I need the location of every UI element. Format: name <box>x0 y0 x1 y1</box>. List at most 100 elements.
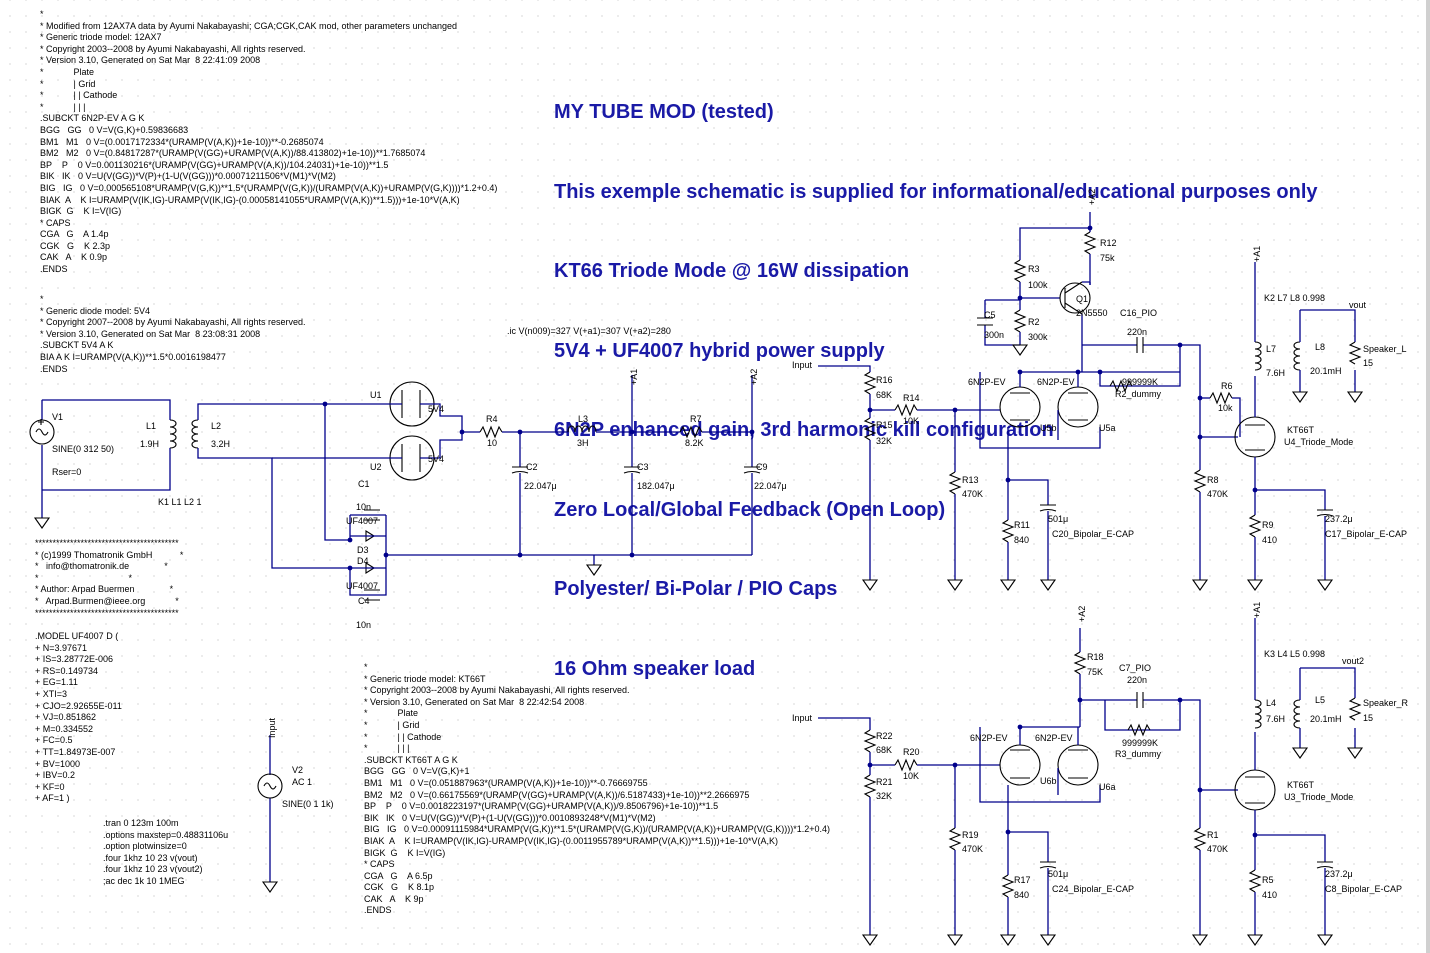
label-v1: V1 <box>52 412 63 422</box>
model-uf4007: .MODEL UF4007 D ( + N=3.97671 + IS=3.287… <box>35 631 122 804</box>
label-r7: R7 <box>690 414 702 424</box>
label-r19-value: 470K <box>962 844 983 854</box>
label-c2: C2 <box>526 462 538 472</box>
label-r3-value: 100k <box>1028 280 1048 290</box>
label-r21: R21 <box>876 777 893 787</box>
label-c7-value: 220n <box>1127 675 1147 685</box>
l2-inductor[interactable] <box>191 419 199 449</box>
label-r17-value: 840 <box>1014 890 1029 900</box>
label-a1-flag: +A1 <box>629 369 639 385</box>
label-a2-flag: +A2 <box>749 369 759 385</box>
title-line: 16 Ohm speaker load <box>554 657 756 680</box>
label-u3: U3_Triode_Mode <box>1284 792 1353 802</box>
label-r3-dummy: R3_dummy <box>1115 749 1162 759</box>
label-l4: L4 <box>1266 698 1276 708</box>
v1-source-symbol[interactable] <box>29 419 55 445</box>
label-l2: L2 <box>211 421 221 431</box>
r7-resistor[interactable] <box>679 425 703 439</box>
label-r2: R2 <box>1028 317 1040 327</box>
label-r13: R13 <box>962 475 979 485</box>
label-r20-value: 10K <box>903 771 919 781</box>
label-r9-value: 410 <box>1262 535 1277 545</box>
label-u2: U2 <box>370 462 382 472</box>
label-d3: D3 <box>357 545 369 555</box>
label-l1: L1 <box>146 421 156 431</box>
label-l7: L7 <box>1266 344 1276 354</box>
spice-model-12ax7: * * Modified from 12AX7A data by Ayumi N… <box>40 9 498 275</box>
simulation-directives: .tran 0 123m 100m .options maxstep=0.488… <box>103 818 229 886</box>
l3-choke[interactable] <box>567 425 597 433</box>
label-c8-value: 237.2μ <box>1325 869 1353 879</box>
label-r6-value: 10k <box>1218 403 1233 413</box>
l1-inductor[interactable] <box>169 419 177 449</box>
label-r11: R11 <box>1014 520 1030 530</box>
label-c5: C5 <box>984 310 996 320</box>
label-r14-value: 10K <box>903 416 919 426</box>
label-u4: U4_Triode_Mode <box>1284 437 1353 447</box>
r4-resistor[interactable] <box>479 425 503 439</box>
label-r8: R8 <box>1207 475 1219 485</box>
label-c4-value: 10n <box>356 620 371 630</box>
label-r17: R17 <box>1014 875 1031 885</box>
label-u6a: U6a <box>1099 782 1116 792</box>
power-supply <box>29 375 761 601</box>
label-r12: R12 <box>1100 238 1117 248</box>
label-u5a-type: 6N2P-EV <box>1037 377 1075 387</box>
label-u5a: U5a <box>1099 423 1116 433</box>
label-c1-value: 10n <box>356 502 371 512</box>
label-a1-flag-left: +A1 <box>1252 246 1262 262</box>
label-k1: K1 L1 L2 1 <box>158 497 202 507</box>
label-r16: R16 <box>876 375 893 385</box>
label-u1-type: 5V4 <box>428 404 444 414</box>
label-speaker-r-value: 15 <box>1363 713 1373 723</box>
label-c3: C3 <box>637 462 649 472</box>
label-c7: C7_PIO <box>1119 663 1151 673</box>
label-r4: R4 <box>486 414 498 424</box>
label-input-left: Input <box>792 360 813 370</box>
label-r1-value: 470K <box>1207 844 1228 854</box>
label-c16-value: 220n <box>1127 327 1147 337</box>
label-r9: R9 <box>1262 520 1274 530</box>
label-a2-flag-left: +A2 <box>1087 189 1097 205</box>
label-a2-flag-right: +A2 <box>1077 606 1087 622</box>
label-c8: C8_Bipolar_E-CAP <box>1325 884 1402 894</box>
label-c9-value: 22.047μ <box>754 481 787 491</box>
label-u4-type: KT66T <box>1287 425 1315 435</box>
left-channel <box>818 212 1363 591</box>
label-r13-value: 470K <box>962 489 983 499</box>
label-l2-value: 3.2H <box>211 439 230 449</box>
label-c17-value: 237.2μ <box>1325 514 1353 524</box>
title-line: MY TUBE MOD (tested) <box>554 101 774 123</box>
label-vout: vout <box>1349 300 1367 310</box>
label-u1: U1 <box>370 390 382 400</box>
v2-signal-source[interactable] <box>257 735 283 893</box>
spice-model-kt66: * * Generic triode model: KT66T * Copyri… <box>364 662 831 916</box>
label-r20: R20 <box>903 747 920 757</box>
label-input-right: Input <box>792 713 813 723</box>
label-l4-value: 7.6H <box>1266 714 1285 724</box>
label-r22: R22 <box>876 731 893 741</box>
label-c24-value: 501μ <box>1048 869 1068 879</box>
label-r3-dummy-value: 999999K <box>1122 738 1158 748</box>
label-speaker-r: Speaker_R <box>1363 698 1409 708</box>
spice-model-5v4: * * Generic diode model: 5V4 * Copyright… <box>40 294 306 374</box>
label-r5-value: 410 <box>1262 890 1277 900</box>
label-vout2: vout2 <box>1342 656 1364 666</box>
label-v2-value: SINE(0 1 1k) <box>282 799 334 809</box>
label-u2-type: 5V4 <box>428 454 444 464</box>
label-v2: V2 <box>292 765 303 775</box>
title-line: 5V4 + UF4007 hybrid power supply <box>554 339 885 362</box>
label-c17: C17_Bipolar_E-CAP <box>1325 529 1407 539</box>
label-u6a-type: 6N2P-EV <box>1035 733 1073 743</box>
label-r14: R14 <box>903 393 920 403</box>
label-l5: L5 <box>1315 695 1325 705</box>
title-line: Polyester/ Bi-Polar / PIO Caps <box>554 578 838 600</box>
label-v2-input: Input <box>267 717 277 738</box>
label-c1: C1 <box>358 479 370 489</box>
label-r12-value: 75k <box>1100 253 1115 263</box>
label-r3: R3 <box>1028 264 1040 274</box>
label-c4: C4 <box>358 596 370 606</box>
label-d4-model: UF4007 <box>346 581 378 591</box>
